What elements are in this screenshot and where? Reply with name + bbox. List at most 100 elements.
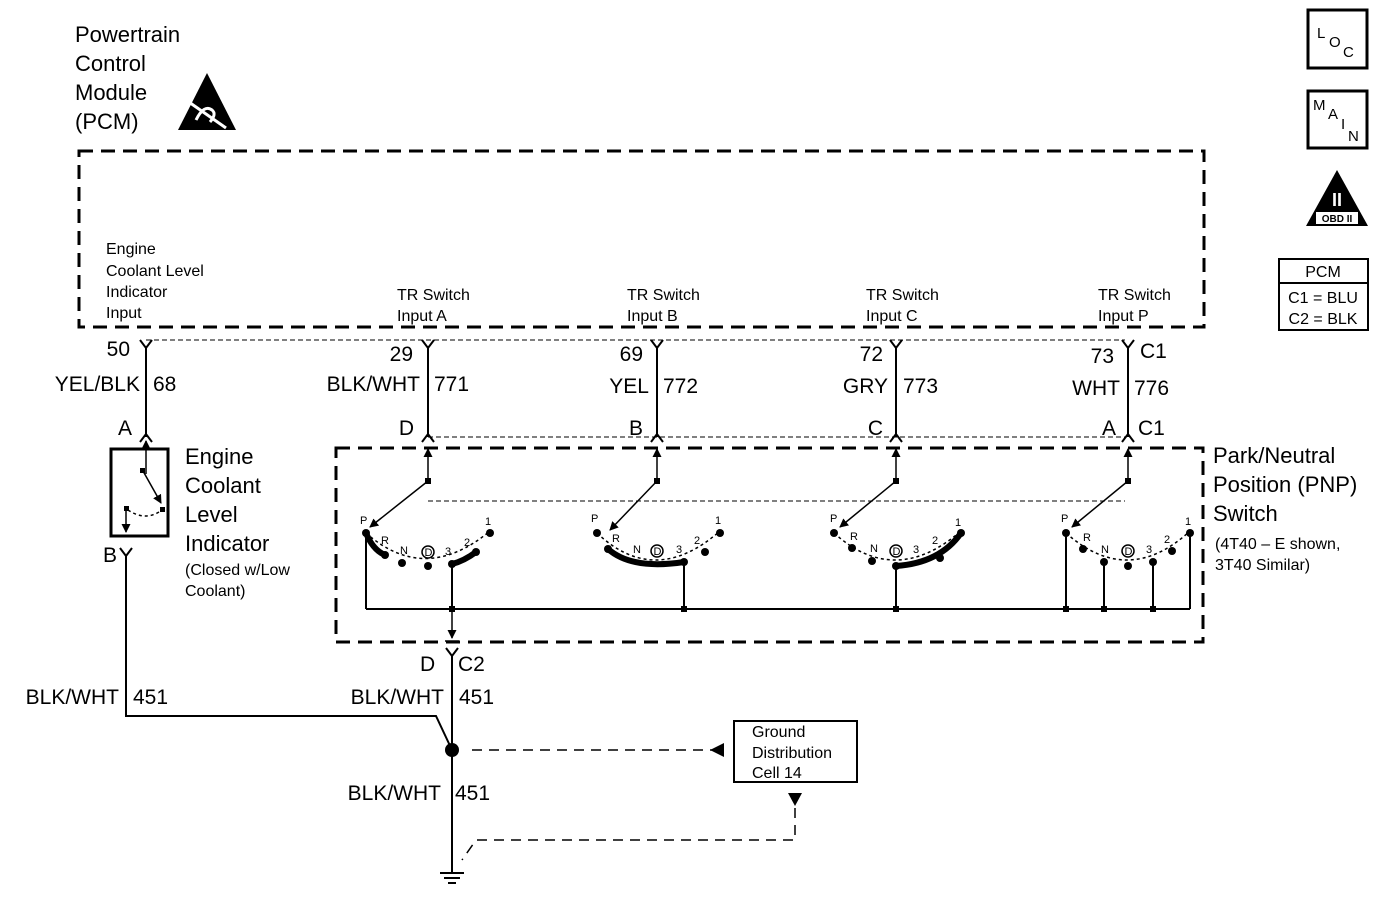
b-pos-r: R xyxy=(612,533,620,545)
ecl-name: Engine Coolant Level Indicator xyxy=(185,444,269,556)
pnp-note-line-1: (4T40 – E shown, xyxy=(1215,536,1340,553)
pnp-section-a xyxy=(362,448,494,612)
ecl-indicator-switch xyxy=(109,440,170,538)
pcm-terminals xyxy=(139,339,1135,350)
ground-wire-labels: BLK/WHT 451 BLK/WHT 451 BLK/WHT 451 xyxy=(26,686,494,805)
p-pos-r: R xyxy=(1083,532,1091,544)
ecl-name-line-4: Indicator xyxy=(185,531,269,556)
pin-50: 50 xyxy=(107,338,130,361)
tr-c-line-1: TR Switch xyxy=(866,287,939,304)
tr-p-line-2: Input P xyxy=(1098,308,1149,325)
c-pos-2: 2 xyxy=(932,535,938,547)
pnp-section-p xyxy=(1062,448,1194,612)
pnp-pin-b: B xyxy=(629,417,643,440)
pnp-section-c xyxy=(830,448,965,612)
pnp-pin-c: C xyxy=(868,417,883,440)
main-letter-a: A xyxy=(1328,106,1338,123)
pnp-pin-d: D xyxy=(399,417,414,440)
legend-row-c1: C1 = BLU xyxy=(1288,290,1358,307)
pnp-name: Park/Neutral Position (PNP) Switch xyxy=(1213,443,1357,526)
ecl-name-line-2: Coolant xyxy=(185,473,261,498)
lower-connector-labels: A D B C A C1 xyxy=(118,417,1165,440)
pnp-switch-boundary xyxy=(334,446,1205,644)
b-pos-1: 1 xyxy=(715,515,721,527)
circuit-773: 773 xyxy=(903,375,938,398)
ecl-name-line-1: Engine xyxy=(185,444,254,469)
c-pos-n: N xyxy=(870,543,878,555)
wire-color-776: WHT xyxy=(1072,377,1120,400)
pcm-title-line-2: Control xyxy=(75,51,146,76)
circuit-776: 776 xyxy=(1134,377,1169,400)
main-letter-i: I xyxy=(1341,116,1345,133)
a-pos-r: R xyxy=(381,535,389,547)
tr-b-line-2: Input B xyxy=(627,308,678,325)
main-ground-circuit: 451 xyxy=(455,782,490,805)
pnp-ground-color: BLK/WHT xyxy=(351,686,445,709)
b-pos-2: 2 xyxy=(694,535,700,547)
ecl-ground-color: BLK/WHT xyxy=(26,686,120,709)
pnp-name-line-3: Switch xyxy=(1213,501,1278,526)
pcm-input-tr-a-label: TR Switch Input A xyxy=(397,287,470,325)
pin-73: 73 xyxy=(1091,345,1114,368)
pcm-boundary xyxy=(77,149,1206,329)
wire-labels: YEL/BLK 68 BLK/WHT 771 YEL 772 GRY 773 W… xyxy=(55,373,1169,400)
c2-label: C2 xyxy=(458,653,485,676)
b-pos-d-ring xyxy=(650,544,664,558)
p-pos-n: N xyxy=(1101,544,1109,556)
b-pos-d: D xyxy=(654,546,662,558)
pin-numbers: 50 29 69 72 73 C1 xyxy=(107,338,1167,368)
chassis-ground-icon xyxy=(440,865,464,884)
tr-a-line-2: Input A xyxy=(397,308,447,325)
pcm-input-tr-b-label: TR Switch Input B xyxy=(627,287,700,325)
ecl-ground-circuit: 451 xyxy=(133,686,168,709)
pnp-note: (4T40 – E shown, 3T40 Similar) xyxy=(1215,536,1340,574)
pcm-title-line-4: (PCM) xyxy=(75,109,139,134)
ecl-ground-wire xyxy=(125,556,453,751)
c1-label-bottom: C1 xyxy=(1138,417,1165,440)
ecl-input-line-3: Indicator xyxy=(106,284,168,301)
p-pos-3: 3 xyxy=(1146,544,1152,556)
a-pos-3: 3 xyxy=(445,546,451,558)
ecl-name-line-3: Level xyxy=(185,502,238,527)
pnp-name-line-2: Position (PNP) xyxy=(1213,472,1357,497)
ground-reference-line xyxy=(461,808,796,861)
p-pos-2: 2 xyxy=(1164,534,1170,546)
ecl-pin-a: A xyxy=(118,417,132,440)
c1-label-top: C1 xyxy=(1140,340,1167,363)
pcm-title: Powertrain Control Module (PCM) xyxy=(75,22,180,134)
pnp-switch-sections xyxy=(362,448,1194,612)
legend-row-c2: C2 = BLK xyxy=(1289,311,1358,328)
pin-69: 69 xyxy=(620,343,643,366)
a-pos-2: 2 xyxy=(464,537,470,549)
ecl-input-line-2: Coolant Level xyxy=(106,263,204,280)
pcm-input-tr-c-label: TR Switch Input C xyxy=(866,287,939,325)
wire-color-773: GRY xyxy=(843,375,888,398)
a-pos-n: N xyxy=(400,545,408,557)
ecl-input-line-1: Engine xyxy=(106,241,156,258)
legend-title: PCM xyxy=(1305,264,1341,281)
ecl-input-line-4: Input xyxy=(106,305,142,322)
wire-color-772: YEL xyxy=(609,375,649,398)
c-pos-3: 3 xyxy=(913,544,919,556)
p-pos-1: 1 xyxy=(1185,516,1191,528)
main-icon: M A I N xyxy=(1306,89,1369,150)
c-pos-d-ring xyxy=(889,544,903,558)
obd-roman: II xyxy=(1332,190,1342,210)
a-pos-d-ring xyxy=(421,545,435,559)
p-pos-p: P xyxy=(1061,513,1068,525)
ecl-pin-b-terminal xyxy=(119,547,133,558)
pcm-title-line-1: Powertrain xyxy=(75,22,180,47)
pnp-note-line-2: 3T40 Similar) xyxy=(1215,557,1310,574)
circuit-771: 771 xyxy=(434,373,469,396)
wire-color-68: YEL/BLK xyxy=(55,373,140,396)
b-pos-p: P xyxy=(591,513,598,525)
loc-letter-l: L xyxy=(1317,25,1325,42)
ecl-pin-b: B xyxy=(103,544,117,567)
ground-reference-arrow xyxy=(788,793,802,806)
circuit-wires xyxy=(145,346,1129,437)
ground-distribution-box[interactable]: Ground Distribution Cell 14 xyxy=(733,720,858,783)
ground-splice xyxy=(445,743,459,757)
tr-a-line-1: TR Switch xyxy=(397,287,470,304)
c2-pin-d: D xyxy=(420,653,435,676)
